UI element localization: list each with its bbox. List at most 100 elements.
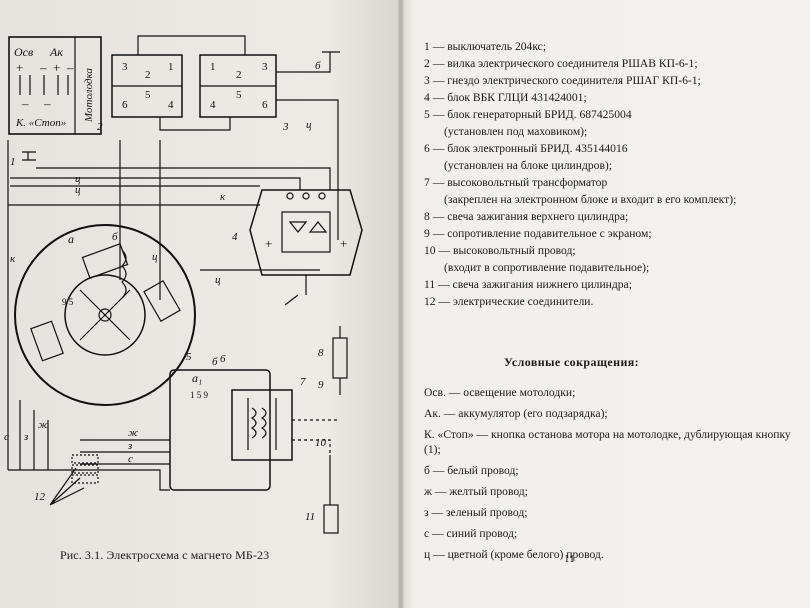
legend-item-text: 3 — гнездо электрического соединителя РШ… bbox=[424, 74, 701, 87]
callout-7: 7 bbox=[300, 376, 306, 388]
abbreviation-item: Ак. — аккумулятор (его подзарядка); bbox=[424, 407, 608, 420]
box-plus-1: + bbox=[16, 60, 23, 75]
box-ak-label: Ак bbox=[49, 45, 63, 59]
connectors-12: 12 bbox=[34, 454, 99, 506]
figure-caption: Рис. 3.1. Электросхема с магнето МБ-23 bbox=[60, 548, 270, 562]
conn2-pin-5: 5 bbox=[145, 89, 151, 101]
wire-ts-mid3: ц bbox=[152, 251, 158, 263]
box-minus-1: – bbox=[39, 60, 47, 75]
callout-11: 11 bbox=[305, 511, 315, 523]
callout-3: 3 bbox=[282, 121, 289, 133]
wire-k-mid: к bbox=[220, 191, 226, 203]
abbreviation-item: б — белый провод; bbox=[424, 464, 519, 477]
block4-plus-right: + bbox=[340, 236, 347, 251]
callout-10: 10 bbox=[315, 437, 327, 449]
legend-item: 9 — сопротивление подавительное с экрано… bbox=[424, 225, 804, 242]
legend-item-text: 5 — блок генераторный БРИД. 687425004 bbox=[424, 108, 632, 121]
spark-plug-11: 11 bbox=[305, 504, 339, 534]
block4-plus-left: + bbox=[265, 236, 272, 251]
book-gutter bbox=[398, 0, 404, 608]
legend-item-text: 9 — сопротивление подавительное с экрано… bbox=[424, 227, 652, 240]
legend-item: 10 — высоковольтный провод; (входит в соп… bbox=[424, 242, 804, 276]
legend-item: 1 — выключатель 204кс; bbox=[424, 38, 804, 55]
wire-zh: ж bbox=[38, 419, 49, 431]
legend-item-text: 4 — блок ВБК ГЛЦИ 431424001; bbox=[424, 91, 587, 104]
page-number: 11 bbox=[564, 553, 575, 565]
legend-item-text: 11 — свеча зажигания нижнего цилиндра; bbox=[424, 278, 632, 291]
legend-item-text: 12 — электрические соединители. bbox=[424, 295, 594, 308]
wire-zh-low: ж bbox=[128, 427, 139, 439]
legend-item-note: (установлен на блоке цилиндров); bbox=[444, 159, 612, 172]
legend-item-text: 8 — свеча зажигания верхнего цилиндра; bbox=[424, 210, 629, 223]
legend-item: 3 — гнездо электрического соединителя РШ… bbox=[424, 72, 804, 89]
conn2-pin-2: 2 bbox=[145, 69, 151, 81]
switch-1: 1 bbox=[10, 151, 36, 168]
abbreviation-item: К. «Стоп» — кнопка останова мотора на мо… bbox=[424, 428, 791, 456]
right-page: 1 — выключатель 204кс; 2 — вилка электрич… bbox=[404, 0, 810, 608]
conn3-pin-1: 1 bbox=[210, 61, 216, 73]
connector-2: 3 2 1 6 5 4 bbox=[111, 54, 183, 118]
conn2-pin-1: 1 bbox=[168, 61, 174, 73]
callout-5: 5 bbox=[186, 351, 192, 363]
abbreviation-item: ц — цветной (кроме белого) провод. bbox=[424, 548, 604, 561]
legend-item: 11 — свеча зажигания нижнего цилиндра; bbox=[424, 276, 804, 293]
abbreviation-item: з — зеленый провод; bbox=[424, 506, 528, 519]
box-vertical-label: Мотолодка bbox=[83, 68, 95, 123]
conn2-pin-6: 6 bbox=[122, 99, 128, 111]
wire-b-mid: б bbox=[112, 231, 118, 243]
legend-item-text: 6 — блок электронный БРИД. 435144016 bbox=[424, 142, 628, 155]
legend-item: 4 — блок ВБК ГЛЦИ 431424001; bbox=[424, 89, 804, 106]
conn3-pin-6: 6 bbox=[262, 99, 268, 111]
generator-block-5: а 9 5 5 bbox=[14, 224, 196, 406]
control-box: Осв Ак + – + – – – К. «Стоп» Мотолодка bbox=[8, 36, 102, 135]
callout-8: 8 bbox=[318, 347, 324, 359]
conn2-pin-4: 4 bbox=[168, 99, 174, 111]
legend-item-text: 1 — выключатель 204кс; bbox=[424, 40, 547, 53]
wire-z: з bbox=[23, 431, 28, 443]
abbreviation-item: Осв. — освещение мотолодки; bbox=[424, 386, 576, 399]
wire-ts-top: ц bbox=[306, 119, 312, 131]
legend-item: 7 — высоковольтный трансформатор(закрепл… bbox=[424, 174, 804, 208]
legend-item-text: 10 — высоковольтный провод; bbox=[424, 244, 576, 257]
legend-item-note: (установлен под маховиком); bbox=[444, 125, 588, 138]
wire-ts-low: ц bbox=[215, 274, 221, 286]
wire-s: с bbox=[4, 431, 9, 443]
box-minus-4: – bbox=[43, 96, 51, 111]
legend-item-note: (входит в сопротивление подавительное); bbox=[444, 261, 650, 274]
wire-z-low: з bbox=[127, 440, 132, 452]
legend-item: 2 — вилка электрического соединителя РША… bbox=[424, 55, 804, 72]
wire-s-low: с bbox=[128, 453, 133, 465]
box-minus-3: – bbox=[21, 96, 29, 111]
abbreviation-item: с — синий провод; bbox=[424, 527, 518, 540]
box-osv-label: Осв bbox=[14, 45, 33, 59]
conn3-pin-3: 3 bbox=[262, 61, 268, 73]
callout-9: 9 bbox=[318, 379, 324, 391]
legend-list: 1 — выключатель 204кс; 2 — вилка электрич… bbox=[424, 38, 804, 310]
electronic-block-6: 6 а₁ 1 5 9 7 б bbox=[169, 353, 306, 491]
box-minus-2: – bbox=[66, 60, 74, 75]
wire-b-block6: б bbox=[212, 356, 218, 368]
left-page: Осв Ак + – + – – – К. «Стоп» Мотолодка 3… bbox=[0, 0, 400, 608]
box-plus-2: + bbox=[53, 60, 60, 75]
wire-k-left: к bbox=[10, 253, 16, 265]
legend-item-text: 2 — вилка электрического соединителя РША… bbox=[424, 57, 698, 70]
conn3-pin-2: 2 bbox=[236, 69, 242, 81]
electrical-diagram: Осв Ак + – + – – – К. «Стоп» Мотолодка 3… bbox=[4, 35, 363, 534]
box-stop-label: К. «Стоп» bbox=[15, 117, 66, 129]
callout-1: 1 bbox=[10, 156, 16, 168]
label-a1: а₁ bbox=[192, 371, 202, 385]
conn3-pin-4: 4 bbox=[210, 99, 216, 111]
callout-6: 6 bbox=[220, 353, 226, 365]
legend-item: 12 — электрические соединители. bbox=[424, 293, 804, 310]
scale-159: 1 5 9 bbox=[190, 390, 209, 400]
label-a: а bbox=[68, 232, 74, 246]
block-4: + + 4 bbox=[232, 189, 363, 276]
wire-b-top: б bbox=[315, 60, 321, 72]
legend-item: 8 — свеча зажигания верхнего цилиндра; bbox=[424, 208, 804, 225]
callout-12: 12 bbox=[34, 491, 46, 503]
wire-ts-mid2: ц bbox=[75, 184, 81, 196]
scale-95: 9 5 bbox=[62, 297, 74, 307]
abbreviations-title: Условные сокращения: bbox=[504, 355, 640, 369]
spark-plug-8: 8 9 bbox=[318, 326, 348, 395]
connector-3: 1 2 3 4 5 6 bbox=[199, 54, 277, 118]
